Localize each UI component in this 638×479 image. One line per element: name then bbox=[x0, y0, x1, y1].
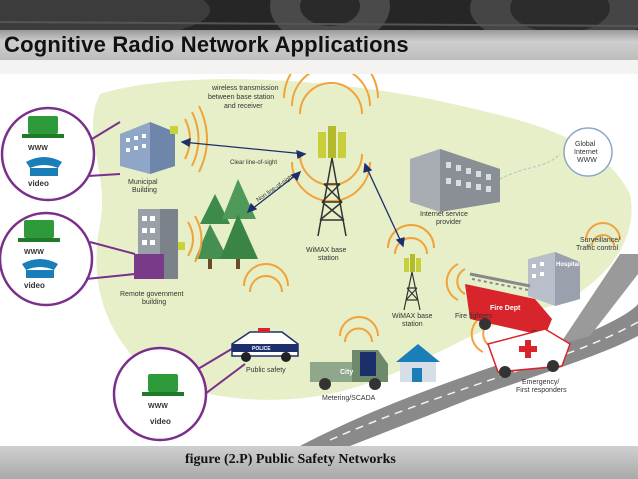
public-safety-network-diagram: WWW video WWW video WWW video bbox=[0, 50, 638, 446]
video-label: video bbox=[28, 179, 49, 188]
hospital-label: Hospital bbox=[556, 262, 580, 268]
clear-los-label: Clear line-of-sight bbox=[230, 160, 277, 166]
phone-icon bbox=[26, 157, 62, 168]
wimax1-label-1: WiMAX base bbox=[306, 247, 347, 254]
trees bbox=[195, 179, 258, 269]
circle-group-middle: WWW video bbox=[0, 211, 136, 307]
footer-bar bbox=[0, 446, 638, 479]
line-of-sight-arrows bbox=[180, 138, 405, 248]
public-safety-label: Public safety bbox=[246, 367, 286, 374]
phone-icon bbox=[22, 259, 58, 270]
police-label: POLICE bbox=[252, 346, 271, 352]
circle-group-bottom: WWW video bbox=[112, 343, 246, 442]
road bbox=[300, 304, 638, 446]
hospital-building: Hospital bbox=[528, 252, 580, 306]
page-title: Cognitive Radio Network Applications bbox=[4, 32, 409, 57]
figure-caption: figure (2.P) Public Safety Networks bbox=[185, 452, 396, 467]
wimax-tower-secondary bbox=[403, 254, 421, 311]
www-label: WWW bbox=[28, 145, 48, 152]
global-label-2: Internet bbox=[574, 149, 598, 156]
house bbox=[396, 344, 440, 382]
remote-label-1: Remote government bbox=[120, 291, 183, 298]
wireless-label-1: wireless transmission bbox=[211, 85, 279, 92]
municipal-building: Municipal Building bbox=[120, 122, 178, 194]
emergency-label-1: Emergency/ bbox=[522, 379, 559, 386]
wimax2-label-1: WiMAX base bbox=[392, 313, 433, 320]
diagram-area: WWW video WWW video WWW video bbox=[0, 50, 638, 446]
road-branch bbox=[560, 254, 638, 344]
firefighters-label: Fire fighters bbox=[455, 313, 492, 320]
wimax1-label-2: station bbox=[318, 255, 339, 262]
remote-government-building: Remote government building bbox=[120, 209, 185, 306]
www-label: WWW bbox=[24, 249, 44, 256]
city-label: City bbox=[340, 369, 353, 376]
surveillance-label-1: Surveillance/ bbox=[580, 237, 620, 244]
tire-texture bbox=[0, 0, 638, 30]
isp-label-1: Internet service bbox=[420, 211, 468, 218]
isp-label-2: provider bbox=[436, 219, 462, 226]
police-car: POLICE bbox=[231, 328, 299, 362]
metering-label: Metering/SCADA bbox=[322, 395, 376, 402]
laptop-icon bbox=[148, 374, 178, 392]
decorative-header-band bbox=[0, 0, 638, 30]
global-label-3: WWW bbox=[577, 157, 597, 164]
wimax-tower-main bbox=[317, 126, 347, 237]
title-bar bbox=[0, 30, 638, 60]
wimax2-label-2: station bbox=[402, 321, 423, 328]
laptop-icon bbox=[28, 116, 58, 134]
www-label: WWW bbox=[148, 403, 168, 410]
emergency-label-2: First responders bbox=[516, 387, 567, 394]
wireless-label-3: and receiver bbox=[224, 103, 263, 110]
remote-label-2: building bbox=[142, 299, 166, 306]
city-utility-truck: City bbox=[310, 350, 388, 390]
municipal-label-1: Municipal bbox=[128, 179, 158, 186]
surveillance-label-2: Traffic control bbox=[576, 245, 618, 252]
ambulance bbox=[487, 328, 571, 378]
municipal-label-2: Building bbox=[132, 187, 157, 194]
video-label: video bbox=[24, 281, 45, 290]
connector-isp-global bbox=[499, 153, 561, 180]
isp-building bbox=[410, 149, 500, 212]
global-label-1: Global bbox=[575, 141, 596, 148]
firedept-label: Fire Dept bbox=[490, 305, 521, 312]
video-label: video bbox=[150, 417, 171, 426]
global-internet-circle bbox=[563, 127, 613, 177]
wireless-label-2: between base station bbox=[208, 94, 274, 101]
laptop-icon bbox=[24, 220, 54, 238]
circle-group-top: WWW video bbox=[0, 106, 121, 202]
